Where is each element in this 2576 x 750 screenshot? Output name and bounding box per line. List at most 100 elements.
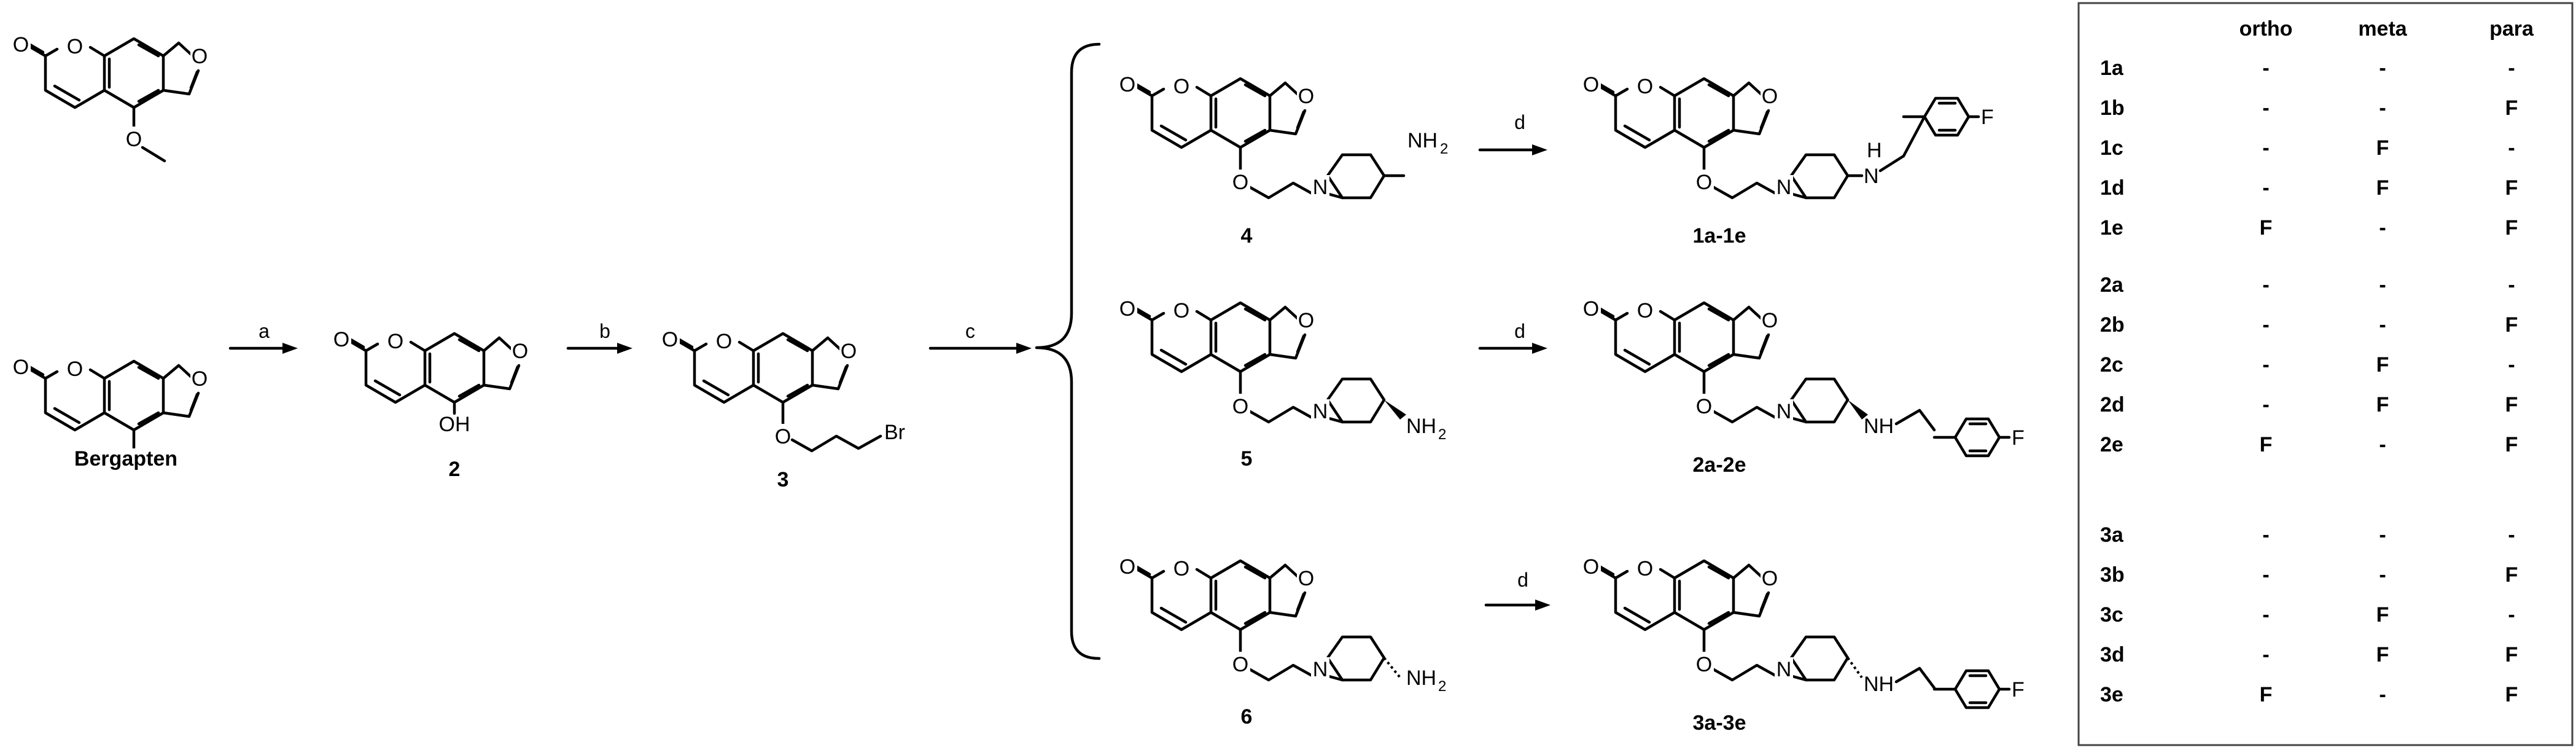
cell-1e-para: F	[2505, 216, 2518, 240]
cell-3b-meta: -	[2379, 563, 2386, 587]
compound-5-structure: NH 2	[1118, 296, 1446, 443]
hydroxyl-label: OH	[439, 413, 470, 436]
cell-2a-ortho: -	[2262, 273, 2269, 297]
compound-5-label: 5	[1241, 447, 1253, 471]
amine-label: NH	[1407, 129, 1438, 152]
cell-1d-meta: F	[2376, 176, 2389, 200]
cell-1d-para: F	[2505, 176, 2518, 200]
row-id-2d: 2d	[2100, 393, 2125, 416]
cell-1b-ortho: -	[2262, 96, 2269, 120]
row-id-3e: 3e	[2100, 683, 2123, 706]
row-id-2c: 2c	[2100, 353, 2123, 377]
condition-d: d	[1517, 569, 1528, 591]
arrow-d-2: d	[1478, 320, 1547, 354]
cell-1a-ortho: -	[2262, 57, 2269, 80]
arrow-d-1: d	[1478, 111, 1547, 155]
cell-2e-ortho: F	[2260, 433, 2273, 456]
cell-2a-meta: -	[2379, 273, 2386, 297]
cell-1c-meta: F	[2376, 136, 2389, 160]
compound-bergapten-structure	[11, 354, 209, 453]
product-brace	[1035, 42, 1101, 660]
cell-1c-ortho: -	[2262, 136, 2269, 160]
bromine-label: Br	[884, 421, 905, 444]
product-2-label: 2a-2e	[1693, 453, 1746, 477]
methoxy-oxygen-label: O	[126, 128, 142, 151]
condition-c: c	[965, 320, 975, 342]
compound-2-label: 2	[449, 458, 461, 481]
cell-3b-para: F	[2505, 563, 2518, 587]
bergapten-structure: O	[11, 32, 209, 163]
cell-3c-para: -	[2508, 603, 2515, 627]
row-id-1e: 1e	[2100, 216, 2123, 240]
cell-1b-meta: -	[2379, 96, 2386, 120]
compound-6-structure: NH 2	[1118, 554, 1446, 695]
cell-2e-meta: -	[2379, 433, 2386, 456]
cell-2b-ortho: -	[2262, 313, 2269, 337]
compound-2-structure: OH	[332, 327, 529, 436]
row-id-2a: 2a	[2100, 273, 2124, 297]
row-id-2e: 2e	[2100, 433, 2123, 456]
cell-3d-meta: F	[2376, 643, 2389, 666]
arrow-d-3: d	[1484, 569, 1551, 611]
column-header-ortho: ortho	[2239, 17, 2293, 41]
arrow-b: b	[566, 320, 632, 354]
cell-3c-ortho: -	[2262, 603, 2269, 627]
cell-1e-ortho: F	[2260, 216, 2273, 240]
condition-d: d	[1514, 320, 1525, 342]
row-id-3b: 3b	[2100, 563, 2125, 587]
secondary-amine-label: NH	[1864, 415, 1894, 438]
product-2-structure: NH	[1581, 296, 2025, 456]
product-1-label: 1a-1e	[1693, 224, 1746, 248]
cell-2d-ortho: -	[2262, 393, 2269, 416]
cell-3e-para: F	[2505, 683, 2518, 706]
cell-3d-ortho: -	[2262, 643, 2269, 666]
row-id-1b: 1b	[2100, 96, 2125, 120]
product-1-structure: N H	[1581, 72, 1994, 199]
column-header-para: para	[2489, 17, 2534, 41]
amine-hydrogen-label: H	[1867, 139, 1882, 162]
cell-3a-meta: -	[2379, 523, 2386, 547]
cell-1a-meta: -	[2379, 57, 2386, 80]
arrow-a: a	[228, 320, 298, 354]
condition-b: b	[599, 320, 610, 342]
cell-2b-meta: -	[2379, 313, 2386, 337]
row-id-2b: 2b	[2100, 313, 2125, 337]
product-3-structure: NH	[1581, 554, 2025, 708]
arrow-c: c	[928, 320, 1032, 354]
cell-3d-para: F	[2505, 643, 2518, 666]
cell-2e-para: F	[2505, 433, 2518, 456]
row-id-3a: 3a	[2100, 523, 2124, 547]
cell-1a-para: -	[2508, 57, 2515, 80]
product-3-label: 3a-3e	[1693, 711, 1746, 735]
compound-4-label: 4	[1241, 224, 1253, 248]
compound-3-structure: O Br	[660, 327, 905, 453]
secondary-amine-label: N	[1864, 165, 1879, 188]
amine-subscript: 2	[1438, 678, 1446, 695]
column-header-meta: meta	[2358, 17, 2407, 41]
cell-2c-para: -	[2508, 353, 2515, 377]
cell-3c-meta: F	[2376, 603, 2389, 627]
cell-1e-meta: -	[2379, 216, 2386, 240]
cell-2b-para: F	[2505, 313, 2518, 337]
cell-3e-meta: -	[2379, 683, 2386, 706]
compound-4-structure: NH 2	[1118, 72, 1448, 199]
compound-3-label: 3	[777, 468, 789, 491]
row-id-1c: 1c	[2100, 136, 2123, 160]
row-id-1a: 1a	[2100, 57, 2124, 80]
cell-1d-ortho: -	[2262, 176, 2269, 200]
row-id-1d: 1d	[2100, 176, 2125, 200]
amine-subscript: 2	[1440, 141, 1448, 157]
amine-label: NH	[1406, 666, 1436, 690]
cell-3a-ortho: -	[2262, 523, 2269, 547]
cell-2d-meta: F	[2376, 393, 2389, 416]
row-id-3c: 3c	[2100, 603, 2123, 627]
cell-2c-ortho: -	[2262, 353, 2269, 377]
cell-3a-para: -	[2508, 523, 2515, 547]
cell-3e-ortho: F	[2260, 683, 2273, 706]
amine-subscript: 2	[1438, 426, 1446, 443]
row-id-3d: 3d	[2100, 643, 2125, 666]
cell-1c-para: -	[2508, 136, 2515, 160]
cell-2d-para: F	[2505, 393, 2518, 416]
